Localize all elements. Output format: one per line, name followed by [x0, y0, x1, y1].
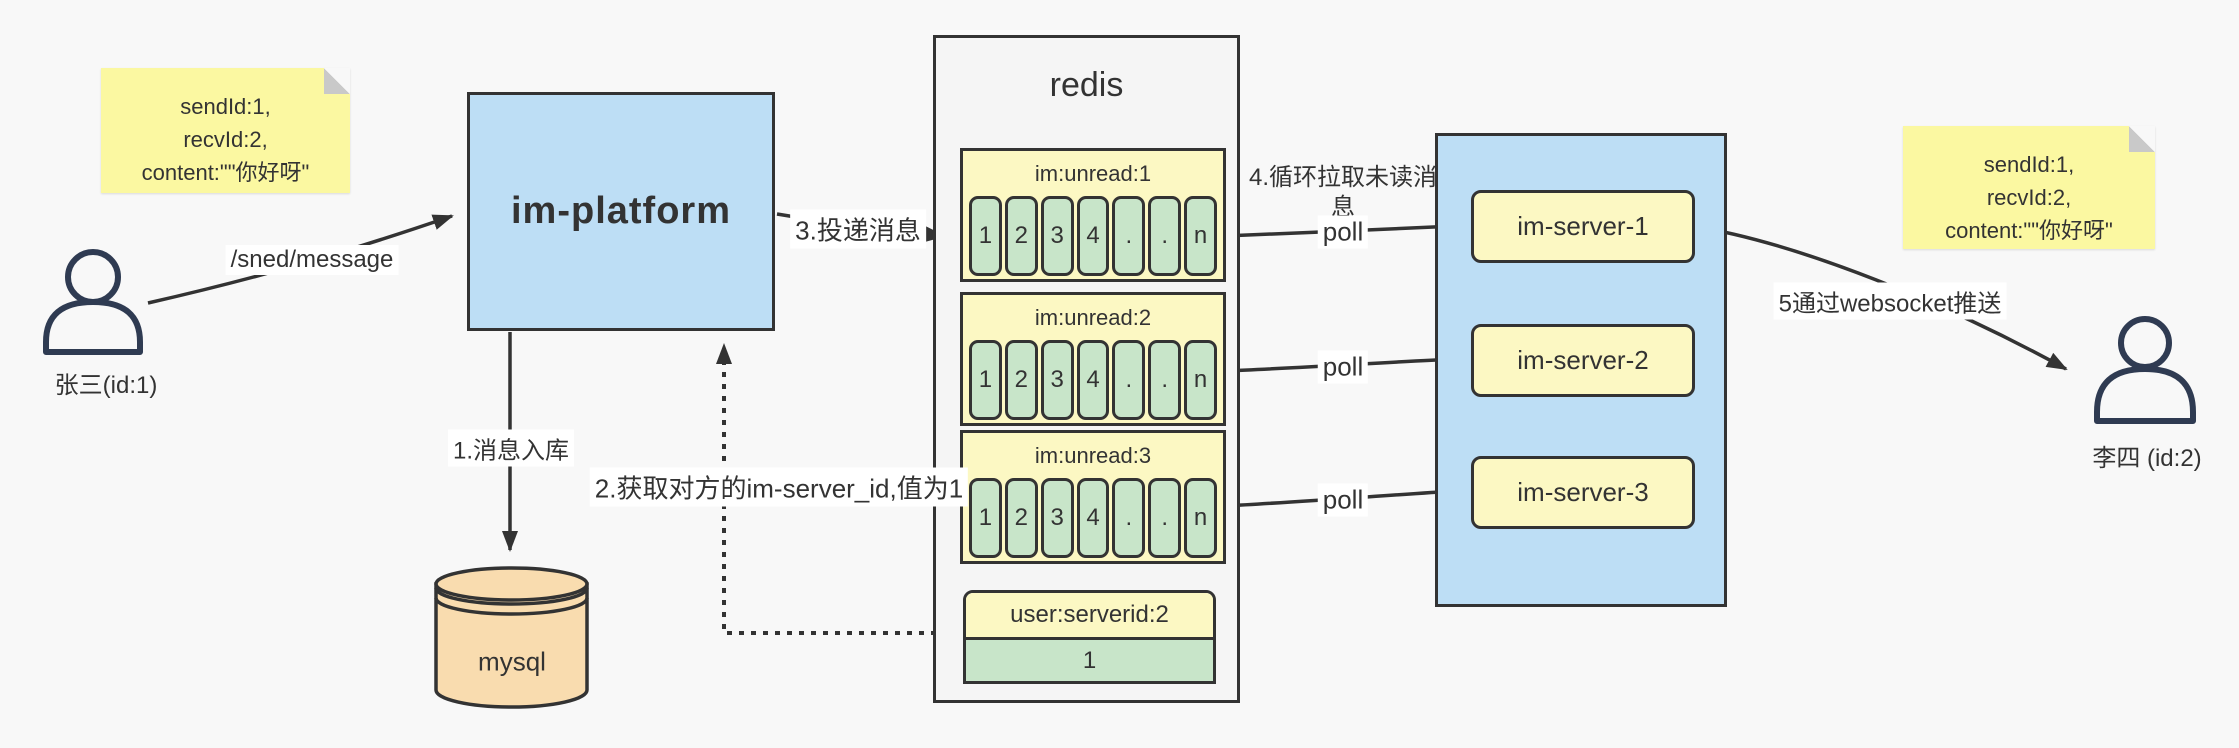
queue-cell: 1: [969, 478, 1002, 558]
im-platform-box: im-platform: [467, 92, 775, 331]
poll-label-2: poll: [1317, 350, 1369, 384]
receiver-name: 李四 (id:2): [2092, 445, 2202, 472]
unread-queue-1: im:unread:1 1 2 3 4 . . n: [960, 148, 1226, 282]
user-icon: [43, 249, 143, 355]
queue-cell: 3: [1040, 196, 1074, 276]
note-line: content:""你好呀": [141, 160, 310, 185]
note-line: sendId:1,: [180, 94, 271, 119]
queue-cell: 2: [1004, 478, 1038, 558]
im-server-2-box: im-server-2: [1471, 324, 1695, 397]
im-server-3-box: im-server-3: [1471, 456, 1695, 529]
im-platform-label: im-platform: [511, 190, 731, 232]
queue-cell: 2: [1004, 196, 1038, 276]
step2-label: 2.获取对方的im-server_id,值为1: [589, 467, 969, 507]
note-line: recvId:2,: [183, 127, 268, 152]
send-message-label: /sned/message: [225, 245, 399, 275]
note-fold-corner: [324, 68, 350, 94]
poll-label-3: poll: [1317, 483, 1369, 517]
note-fold-corner: [2129, 126, 2155, 152]
queue-cell: n: [1184, 340, 1218, 420]
redis-container: redis im:unread:1 1 2 3 4 . . n im:unrea…: [933, 35, 1240, 703]
arrow-websocket-push: [1691, 224, 2068, 371]
queue-cells: 1 2 3 4 . . n: [963, 340, 1223, 420]
queue-cell: .: [1112, 478, 1146, 558]
queue-cells: 1 2 3 4 . . n: [963, 478, 1223, 558]
step4-label: 4.循环拉取未读消息: [1248, 164, 1437, 221]
queue-name: im:unread:3: [1034, 443, 1152, 468]
user-icon: [2094, 316, 2196, 424]
queue-cell: .: [1148, 340, 1182, 420]
queue-cells: 1 2 3 4 . . n: [963, 196, 1223, 276]
unread-queue-3: im:unread:3 1 2 3 4 . . n: [960, 430, 1226, 564]
queue-cell: .: [1148, 478, 1182, 558]
queue-name: im:unread:1: [1034, 161, 1152, 186]
queue-cell: .: [1112, 340, 1146, 420]
mysql-label: mysql: [478, 646, 546, 677]
im-server-label: im-server-1: [1517, 211, 1649, 241]
queue-cell: n: [1184, 478, 1218, 558]
sender-name: 张三(id:1): [54, 372, 158, 399]
queue-cell: 3: [1040, 340, 1074, 420]
redis-title: redis: [1049, 66, 1124, 104]
step3-label: 3.投递消息: [790, 209, 926, 249]
im-server-cluster: im-server-1 im-server-2 im-server-3: [1435, 133, 1727, 607]
note-line: recvId:2,: [1986, 185, 2072, 210]
im-server-label: im-server-2: [1517, 345, 1649, 375]
step1-label: 1.消息入库: [447, 429, 575, 467]
message-note-left: sendId:1, recvId:2, content:""你好呀": [101, 68, 350, 193]
im-server-label: im-server-3: [1517, 477, 1649, 507]
note-line: content:""你好呀": [1945, 218, 2113, 243]
queue-cell: n: [1184, 196, 1218, 276]
queue-cell: 4: [1076, 196, 1110, 276]
queue-cell: 1: [969, 196, 1002, 276]
queue-name: im:unread:2: [1034, 305, 1152, 330]
user-serverid-box: user:serverid:2 1: [963, 590, 1216, 684]
queue-cell: 4: [1076, 340, 1110, 420]
queue-cell: 1: [969, 340, 1002, 420]
queue-cell: .: [1112, 196, 1146, 276]
queue-cell: 4: [1076, 478, 1110, 558]
poll-label-1: poll: [1317, 215, 1369, 249]
note-line: sendId:1,: [1983, 152, 2075, 177]
user-serverid-key: user:serverid:2: [966, 593, 1213, 640]
queue-cell: 3: [1040, 478, 1074, 558]
step5-label: 5通过websocket推送: [1773, 282, 2007, 320]
unread-queue-2: im:unread:2 1 2 3 4 . . n: [960, 292, 1226, 426]
user-serverid-value: 1: [966, 640, 1213, 681]
im-server-1-box: im-server-1: [1471, 190, 1695, 263]
queue-cell: 2: [1004, 340, 1038, 420]
message-note-right: sendId:1, recvId:2, content:""你好呀": [1903, 126, 2155, 249]
mysql-cylinder-icon: [434, 566, 589, 709]
queue-cell: .: [1148, 196, 1182, 276]
